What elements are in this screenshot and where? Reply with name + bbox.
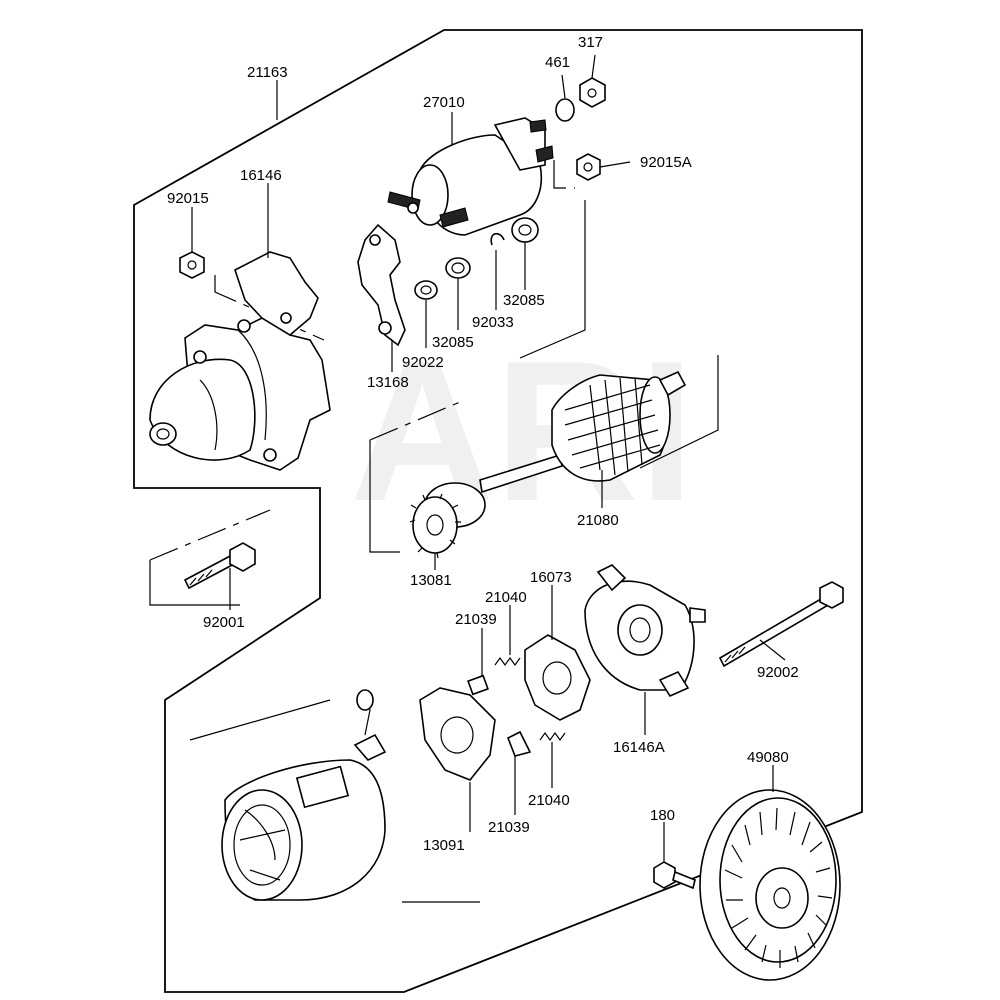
label-21039-bottom: 21039 bbox=[488, 819, 530, 836]
label-16146A: 16146A bbox=[613, 739, 665, 756]
leader-lines bbox=[191, 54, 786, 862]
through-bolt-92002 bbox=[718, 581, 844, 668]
bolt-180 bbox=[653, 861, 696, 890]
label-21040-top: 21040 bbox=[485, 589, 527, 606]
label-32085-bottom: 32085 bbox=[432, 334, 474, 351]
part-labels: 317 461 21163 27010 92015A 16146 92015 3… bbox=[167, 34, 799, 854]
nut-92015 bbox=[179, 251, 205, 279]
label-21039-top: 21039 bbox=[455, 611, 497, 628]
pinion-gear bbox=[409, 482, 486, 559]
spring-21040-b bbox=[539, 731, 566, 742]
washer-32085-b bbox=[511, 217, 539, 243]
clip-92033 bbox=[490, 232, 505, 246]
label-92022: 92022 bbox=[402, 354, 444, 371]
label-16146: 16146 bbox=[240, 167, 282, 184]
label-92033: 92033 bbox=[472, 314, 514, 331]
label-92015A: 92015A bbox=[640, 154, 692, 171]
armature-group-frame bbox=[369, 355, 719, 553]
label-49080: 49080 bbox=[747, 749, 789, 766]
label-92015: 92015 bbox=[167, 190, 209, 207]
brush-holder bbox=[419, 687, 496, 781]
label-13168: 13168 bbox=[367, 374, 409, 391]
armature bbox=[479, 370, 687, 494]
label-317: 317 bbox=[578, 34, 603, 51]
label-16073: 16073 bbox=[530, 569, 572, 586]
nut-317 bbox=[579, 77, 606, 108]
pulley-fan bbox=[699, 789, 841, 981]
label-21080: 21080 bbox=[577, 512, 619, 529]
yoke-group-frame bbox=[189, 699, 480, 903]
ring-461 bbox=[555, 98, 575, 122]
washer-92022 bbox=[414, 280, 438, 300]
nut-92015A bbox=[576, 153, 601, 181]
starter-front-housing bbox=[149, 251, 331, 471]
brush-21039-a bbox=[467, 674, 489, 696]
solenoid-switch bbox=[387, 117, 554, 236]
yoke-field-frame bbox=[221, 689, 387, 901]
rear-end-cover bbox=[584, 564, 706, 698]
label-13081: 13081 bbox=[410, 572, 452, 589]
label-27010: 27010 bbox=[423, 94, 465, 111]
washer-32085-a bbox=[445, 257, 471, 279]
label-180: 180 bbox=[650, 807, 675, 824]
label-21040-bottom: 21040 bbox=[528, 792, 570, 809]
label-32085-top: 32085 bbox=[503, 292, 545, 309]
bolt-92001 bbox=[183, 542, 256, 590]
bolt-group-frame bbox=[149, 509, 271, 606]
spring-21040-a bbox=[494, 656, 521, 667]
brush-plate-insulator bbox=[524, 634, 591, 721]
label-92001: 92001 bbox=[203, 614, 245, 631]
label-92002: 92002 bbox=[757, 664, 799, 681]
label-13091: 13091 bbox=[423, 837, 465, 854]
shift-lever bbox=[357, 223, 406, 347]
brush-21039-b bbox=[506, 730, 532, 757]
label-461: 461 bbox=[545, 54, 570, 71]
label-21163: 21163 bbox=[247, 64, 288, 81]
assembly-frame bbox=[133, 29, 863, 993]
